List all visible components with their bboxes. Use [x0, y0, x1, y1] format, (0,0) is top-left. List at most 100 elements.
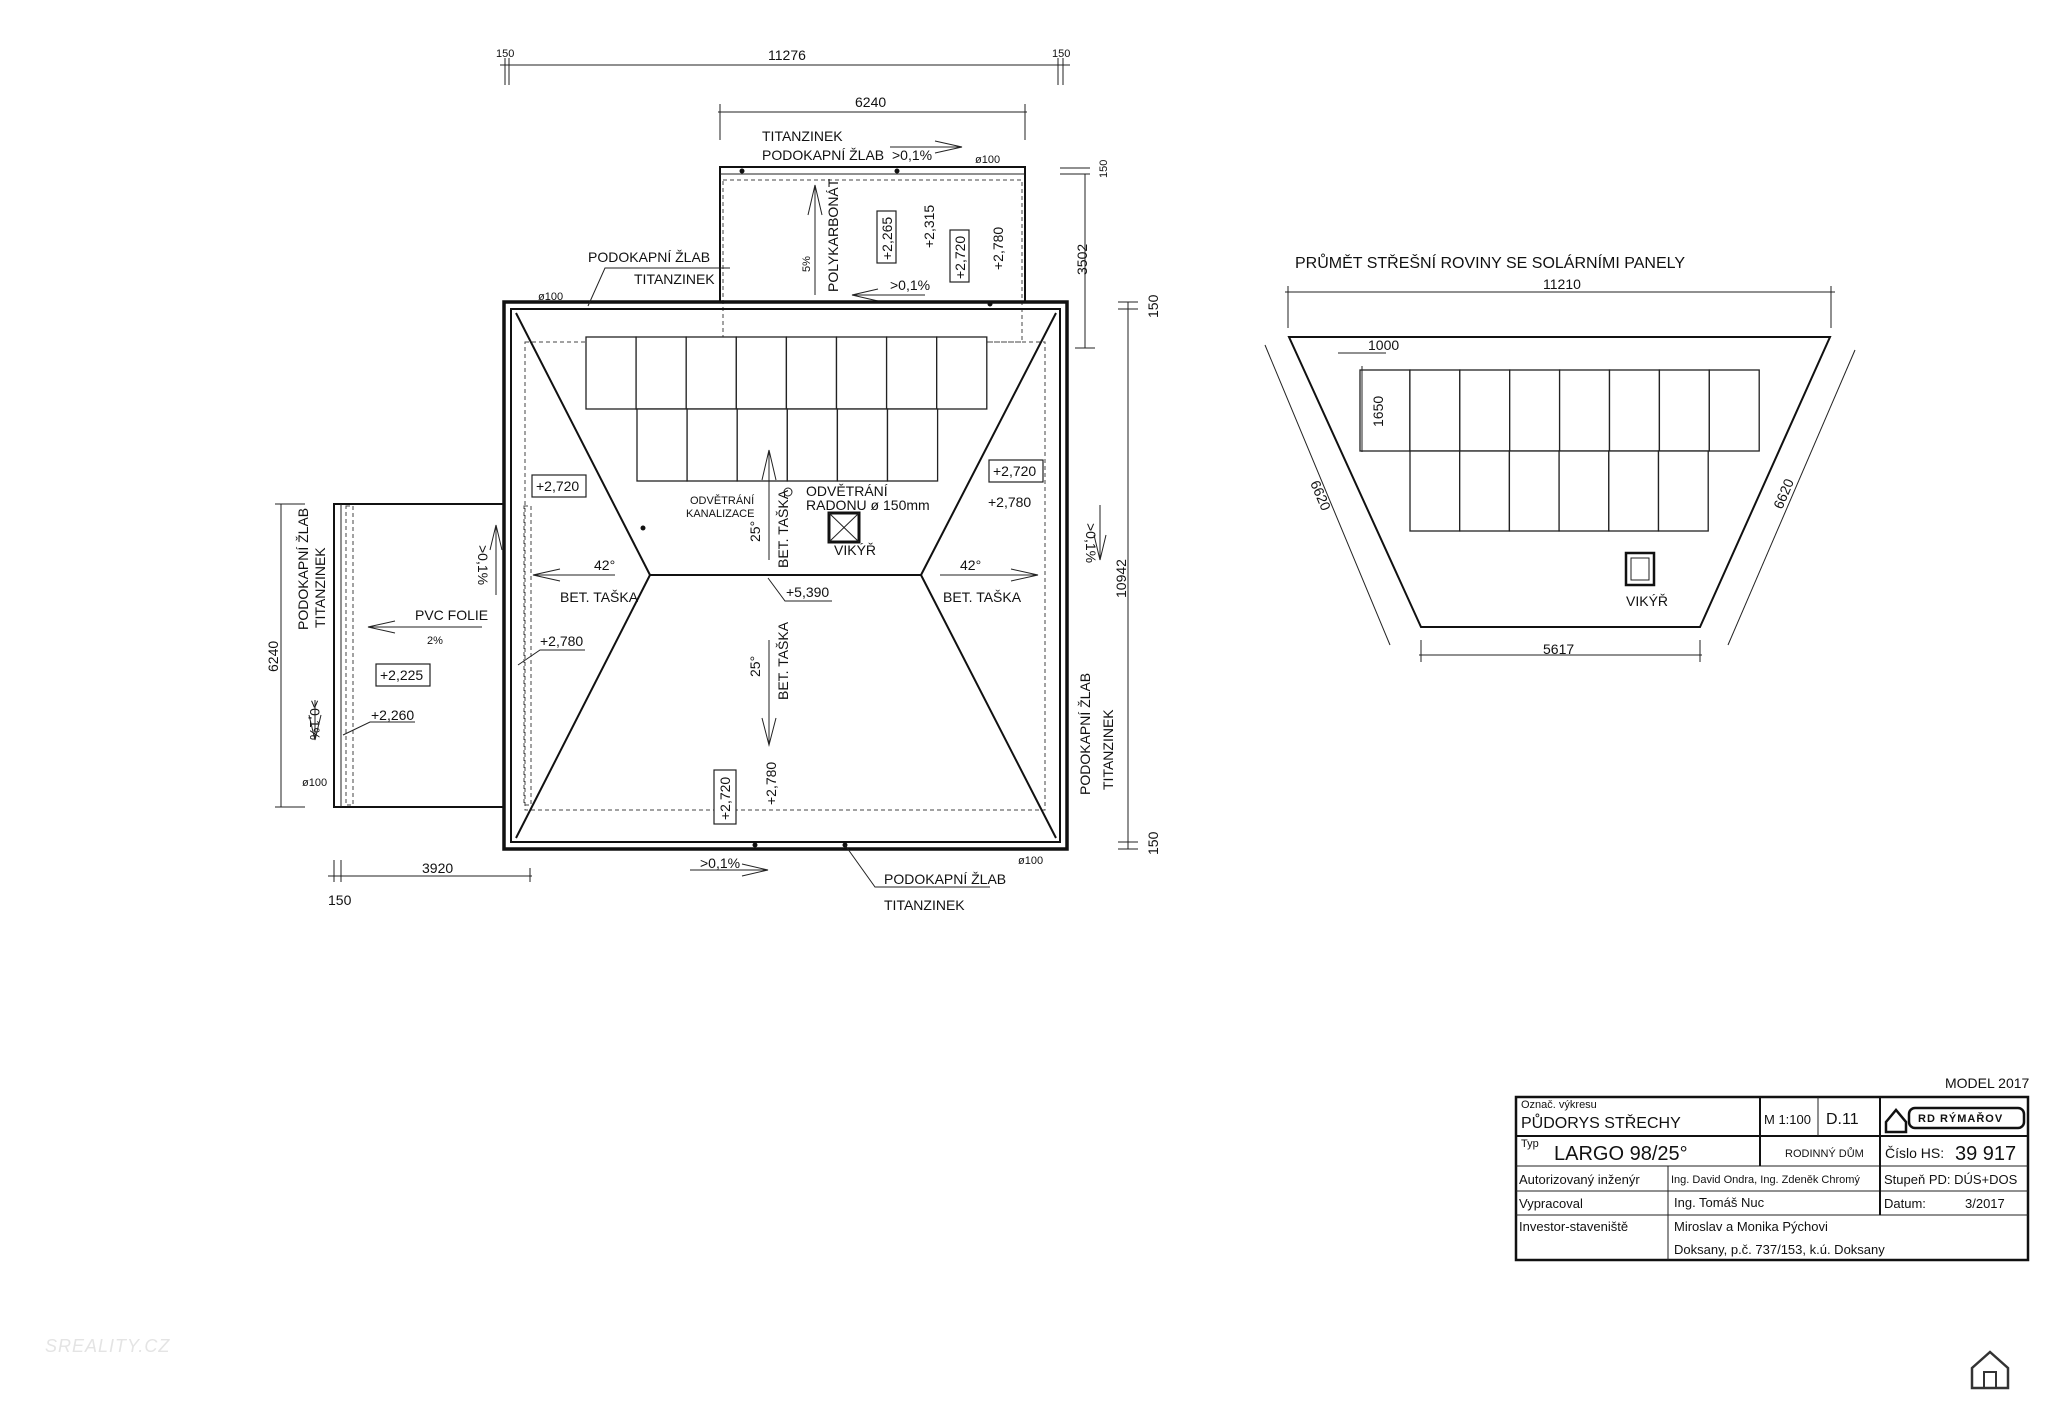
main-level-left-2: +2,780 [540, 633, 583, 649]
main-pipe-tl: ø100 [538, 291, 563, 303]
vent-sewer-2: KANALIZACE [686, 508, 754, 520]
tile-bottom: BET. TAŠKA [775, 621, 791, 700]
dim-right-total: 10942 [1113, 559, 1129, 598]
dim-ext-top-small: 150 [1098, 160, 1110, 178]
top-extension: TITANZINEK PODOKAPNÍ ŽLAB >0,1% ø100 +2,… [719, 128, 1110, 349]
pipe-bottom: ø100 [1018, 855, 1043, 867]
top-ext-level-3: +2,720 [952, 236, 968, 279]
solar-title: PRŮMĚT STŘEŠNÍ ROVINY SE SOLÁRNÍMI PANEL… [1295, 253, 1685, 272]
dim-left-ext-small: 150 [328, 892, 352, 908]
author: Ing. Tomáš Nuc [1674, 1195, 1765, 1210]
main-level-bottom-box: +2,720 [717, 777, 733, 820]
vent-radon-1: ODVĚTRÁNÍ [806, 483, 888, 499]
top-ext-slope-pct: 5% [801, 256, 813, 272]
solar-panel-bottom-2 [1459, 450, 1511, 532]
solar-panel-top-7 [1658, 369, 1710, 452]
main-gutter-tl: PODOKAPNÍ ŽLAB [588, 249, 710, 265]
main-level-right: +2,780 [988, 494, 1031, 510]
plan-panel-bottom-5 [836, 408, 889, 482]
plan-panel-top-5 [785, 336, 838, 410]
type-label: Typ [1521, 1138, 1539, 1150]
drawing-name: PŮDORYS STŘECHY [1521, 1113, 1681, 1132]
ridge-level: +5,390 [786, 584, 829, 600]
date-label: Datum: [1884, 1196, 1926, 1211]
main-level-bottom: +2,780 [763, 762, 779, 805]
stage: Stupeň PD: DÚS+DOS [1884, 1172, 2018, 1187]
dim-right-top: 150 [1145, 294, 1161, 318]
solar-panel-top-8 [1708, 369, 1760, 452]
solar-panel-top-1 [1359, 369, 1411, 452]
tile-right: BET. TAŠKA [943, 589, 1022, 605]
solar-panel-bottom-3 [1508, 450, 1560, 532]
dormer-label: VIKÝŘ [834, 542, 876, 558]
titanzinek-bottom: TITANZINEK [884, 897, 965, 913]
tile-top: BET. TAŠKA [775, 489, 791, 568]
plan-panel-bottom-6 [886, 408, 939, 482]
solar-panels-plan [585, 336, 988, 482]
top-ext-level-1: +2,265 [879, 217, 895, 260]
plan-panel-bottom-2 [686, 408, 738, 482]
solar-width-bottom: 5617 [1543, 641, 1574, 657]
plan-panel-bottom-1 [636, 408, 688, 482]
gutter-bottom: PODOKAPNÍ ŽLAB [884, 871, 1006, 887]
scale: M 1:100 [1764, 1112, 1811, 1127]
watermark: SREALITY.CZ [45, 1336, 170, 1356]
left-ext-level: +2,260 [371, 707, 414, 723]
solar-side-left: 6620 [1307, 478, 1334, 513]
plan-panel-top-1 [585, 336, 637, 410]
slope-right: >0,1% [1083, 523, 1099, 563]
dim-ext-top-depth: 3502 [1074, 244, 1090, 275]
investor: Miroslav a Monika Pýchovi [1674, 1219, 1828, 1234]
dim-top-right: 150 [1052, 48, 1070, 60]
solar-panel-top-5 [1558, 369, 1611, 452]
date: 3/2017 [1965, 1196, 2005, 1211]
left-ext-slope-pct: 2% [427, 635, 443, 647]
solar-panel-bottom-4 [1558, 450, 1610, 532]
dim-right-bottom: 150 [1145, 831, 1161, 855]
vent-sewer-1: ODVĚTRÁNÍ [690, 494, 755, 507]
solar-panel-top-3 [1459, 369, 1511, 452]
angle-bottom: 25° [747, 656, 763, 677]
engineer-label: Autorizovaný inženýr [1519, 1172, 1640, 1187]
solar-panel-top-4 [1509, 369, 1561, 452]
tile-left: BET. TAŠKA [560, 589, 639, 605]
title-block: MODEL 2017 Označ. výkresu PŮDORYS STŘECH… [1514, 1075, 2030, 1262]
solar-panel-height: 1650 [1370, 396, 1386, 427]
dim-top-left: 150 [496, 48, 514, 60]
left-ext-slope-right: >0,1% [475, 545, 491, 585]
dimension-top: 150 11276 150 6240 [496, 47, 1070, 140]
main-level-left-box: +2,720 [536, 478, 579, 494]
plan-panel-top-4 [735, 336, 788, 410]
home-icon[interactable] [1970, 1350, 2010, 1390]
dim-left-ext-width: 3920 [422, 860, 453, 876]
top-ext-level-2: +2,315 [921, 205, 937, 248]
gutter-right: PODOKAPNÍ ŽLAB [1077, 673, 1093, 795]
plan-panel-bottom-3 [736, 408, 788, 482]
main-titanzinek-tl: TITANZINEK [634, 271, 715, 287]
left-ext-titanzinek: TITANZINEK [312, 547, 328, 628]
solar-panel-top-2 [1409, 369, 1461, 452]
company-name: RD RÝMAŘOV [1918, 1112, 2003, 1125]
author-label: Vypracoval [1519, 1196, 1583, 1211]
solar-panel-bottom-1 [1409, 450, 1461, 532]
top-ext-titanzinek: TITANZINEK [762, 128, 843, 144]
building-type: RODINNÝ DŮM [1785, 1147, 1864, 1160]
hs-value: 39 917 [1955, 1143, 2016, 1165]
engineer: Ing. David Ondra, Ing. Zdeněk Chromý [1671, 1174, 1860, 1186]
vent-radon-2: RADONU ø 150mm [806, 497, 930, 513]
dim-left-ext-height: 6240 [265, 641, 281, 672]
main-roof: PODOKAPNÍ ŽLAB TITANZINEK ø100 +2,720 OD… [502, 249, 1161, 913]
plan-panel-top-2 [635, 336, 687, 410]
top-ext-slope: >0,1% [892, 147, 932, 163]
left-ext-pipe: ø100 [302, 777, 327, 789]
hs-label: Číslo HS: [1885, 1145, 1944, 1161]
left-ext-gutter: PODOKAPNÍ ŽLAB [295, 508, 311, 630]
company-logo: RD RÝMAŘOV [1884, 1106, 2026, 1134]
roof-plan: 150 11276 150 6240 TITANZINEK PODOKAPNÍ … [265, 47, 1161, 913]
titanzinek-right: TITANZINEK [1100, 709, 1116, 790]
left-ext-material: PVC FOLIE [415, 607, 488, 623]
solar-panel-width: 1000 [1368, 337, 1399, 353]
plan-panel-bottom-4 [786, 408, 839, 482]
angle-right: 42° [960, 557, 981, 573]
